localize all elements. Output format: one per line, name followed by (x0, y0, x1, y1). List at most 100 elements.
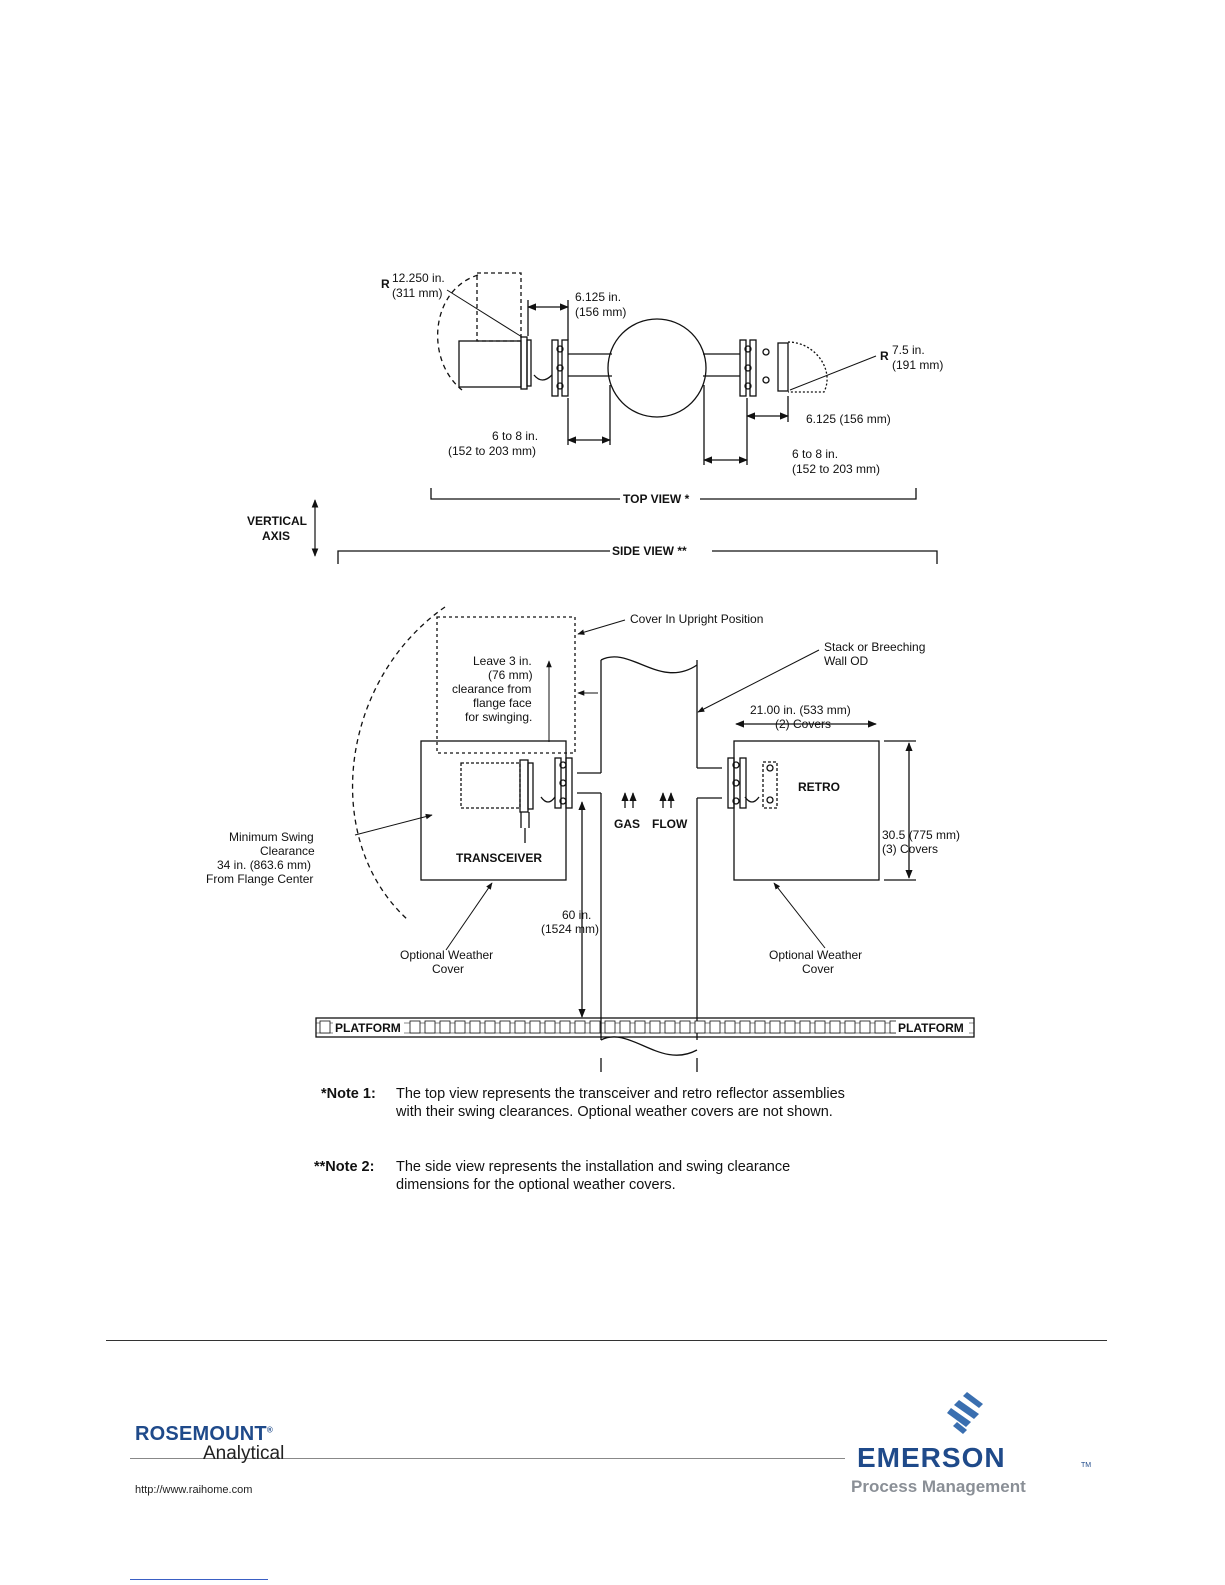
top-r-right-mm: (191 mm) (892, 358, 943, 372)
platform-left-label: PLATFORM (335, 1021, 401, 1035)
note-1-tag: *Note 1: (321, 1086, 376, 1102)
platform-block (469, 1020, 481, 1034)
height-covers-label: (3) Covers (882, 842, 938, 856)
top-stack-circle (607, 318, 707, 418)
stack-label-1: Stack or Breeching (824, 640, 925, 654)
platform-block (874, 1020, 886, 1034)
platform-block (424, 1020, 436, 1034)
platform-block (484, 1020, 496, 1034)
footer-rule-thin (130, 1458, 845, 1459)
side-view-bracket (337, 550, 938, 564)
top-dim-left-mm: (156 mm) (575, 305, 626, 319)
note-2-line2: dimensions for the optional weather cove… (396, 1177, 676, 1193)
platform-block (754, 1020, 766, 1034)
width-in-label: 21.00 in. (533 mm) (750, 703, 851, 717)
top-right-flange (739, 339, 747, 397)
swing-line-4: From Flange Center (206, 872, 313, 886)
platform-block (859, 1020, 871, 1034)
vertical-axis-line1: VERTICAL (247, 514, 307, 528)
platform-block (709, 1020, 721, 1034)
note-2-tag: **Note 2: (314, 1159, 375, 1175)
note-1-line1: The top view represents the transceiver … (396, 1086, 845, 1102)
weather-left-2: Cover (432, 962, 464, 976)
top-retro-body (777, 342, 789, 392)
right-swing-arc (787, 341, 828, 393)
top-cover-upright (476, 272, 522, 342)
top-gap-right-in: 6 to 8 in. (792, 447, 838, 461)
retro-label: RETRO (798, 780, 840, 794)
platform-block (529, 1020, 541, 1034)
top-dim-left-in: 6.125 in. (575, 290, 621, 304)
top-r-right: R (880, 349, 889, 363)
platform-block (769, 1020, 781, 1034)
emerson-process: Process Management (851, 1477, 1026, 1496)
platform-block (664, 1020, 676, 1034)
platform-block (784, 1020, 796, 1034)
platform-right-label: PLATFORM (898, 1021, 964, 1035)
platform-block (814, 1020, 826, 1034)
top-view (430, 272, 917, 500)
platform-height-in: 60 in. (562, 908, 591, 922)
emerson-name: EMERSON (857, 1442, 1006, 1473)
platform-block (514, 1020, 526, 1034)
swing-line-2: Clearance (260, 844, 315, 858)
platform-block (439, 1020, 451, 1034)
platform-block (619, 1020, 631, 1034)
side-view-caption: SIDE VIEW ** (612, 544, 687, 558)
platform-block (559, 1020, 571, 1034)
platform-block (679, 1020, 691, 1034)
flow-label: FLOW (652, 817, 688, 831)
leave-line-1: Leave 3 in. (473, 654, 532, 668)
left-swing-arc (437, 274, 479, 391)
platform-block (724, 1020, 736, 1034)
note-1: *Note 1: The top view represents the tran… (321, 1085, 916, 1121)
top-r-left-in: 12.250 in. (392, 271, 445, 285)
platform-block (739, 1020, 751, 1034)
rosemount-analytical: Analytical (203, 1443, 285, 1464)
swing-line-1: Minimum Swing (229, 830, 314, 844)
vertical-axis-line2: AXIS (262, 529, 290, 543)
rosemount-mark: ® (266, 1425, 273, 1435)
platform-block (544, 1020, 556, 1034)
min-swing-arc (351, 606, 446, 921)
gas-label: GAS (614, 817, 640, 831)
top-view-caption: TOP VIEW * (623, 492, 690, 506)
platform-block (694, 1020, 706, 1034)
note-2-line1: The side view represents the installatio… (396, 1159, 791, 1175)
swing-line-3: 34 in. (863.6 mm) (217, 858, 311, 872)
platform-block (589, 1020, 601, 1034)
rosemount-name: ROSEMOUNT (135, 1423, 267, 1445)
top-r-right-in: 7.5 in. (892, 343, 925, 357)
side-retro-body (762, 761, 778, 809)
weather-right-1: Optional Weather (769, 948, 862, 962)
rosemount-logo: ROSEMOUNT® Analytical (135, 1423, 284, 1465)
platform-block (634, 1020, 646, 1034)
platform-block (319, 1020, 331, 1034)
top-gap-left-mm: (152 to 203 mm) (448, 444, 536, 458)
website-link[interactable]: http://www.raihome.com (135, 1484, 253, 1496)
link-underline (130, 1579, 268, 1580)
platform-block (604, 1020, 616, 1034)
platform (315, 1017, 975, 1038)
top-gap-left-in: 6 to 8 in. (492, 429, 538, 443)
top-transceiver-body (458, 340, 522, 388)
note-1-line2: with their swing clearances. Optional we… (396, 1104, 833, 1120)
stack-label-2: Wall OD (824, 654, 869, 668)
top-r-left: R (381, 277, 390, 291)
platform-block (799, 1020, 811, 1034)
leave-line-3: clearance from (452, 682, 531, 696)
weather-left-1: Optional Weather (400, 948, 493, 962)
transceiver-label: TRANSCEIVER (456, 851, 542, 865)
top-dim-right: 6.125 (156 mm) (806, 412, 891, 426)
platform-block (844, 1020, 856, 1034)
platform-block (649, 1020, 661, 1034)
retro-cover (733, 740, 880, 881)
emerson-mark: TM (1081, 1462, 1092, 1469)
platform-blocks (319, 1020, 901, 1034)
side-cover-upright (436, 616, 576, 754)
height-mm-label: 30.5 (775 mm) (882, 828, 960, 842)
platform-block (829, 1020, 841, 1034)
width-covers-label: (2) Covers (775, 717, 831, 731)
platform-block (454, 1020, 466, 1034)
platform-block (409, 1020, 421, 1034)
